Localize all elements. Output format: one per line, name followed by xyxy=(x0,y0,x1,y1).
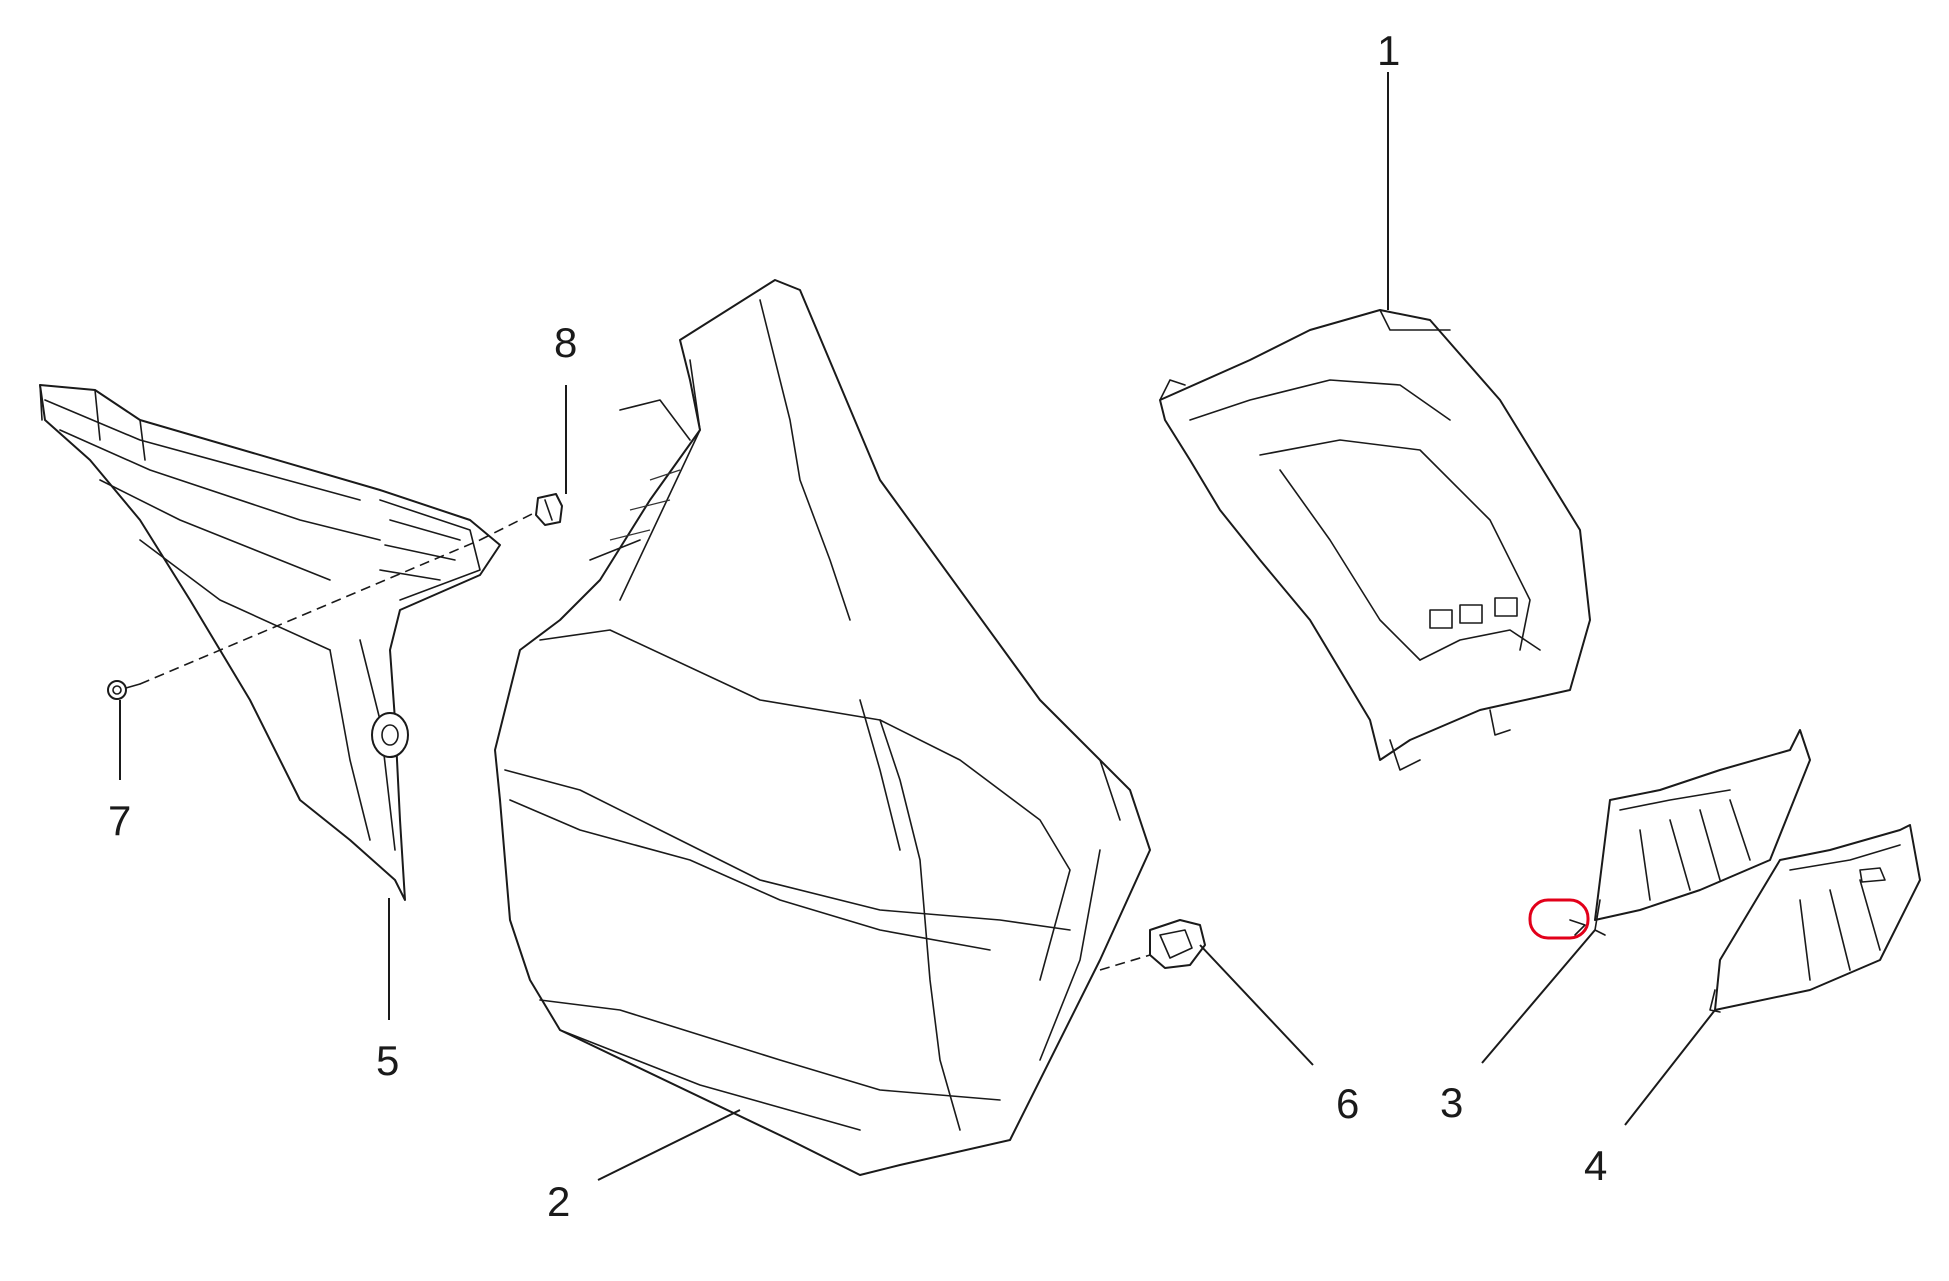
leader-lines xyxy=(119,72,1716,1181)
callout-1: 1 xyxy=(1377,27,1400,74)
callout-4: 4 xyxy=(1584,1142,1607,1189)
part-3-small-panel xyxy=(1569,729,1811,936)
assembly-axis-8 xyxy=(479,511,537,541)
leader-3 xyxy=(1481,929,1596,1064)
part-4-side-panel xyxy=(1709,824,1921,1013)
callout-6: 6 xyxy=(1336,1080,1359,1127)
part-1-console-bezel xyxy=(1159,309,1591,771)
highlight-circle xyxy=(1528,898,1590,940)
callout-5: 5 xyxy=(376,1037,399,1084)
part-2-center-trim-panel xyxy=(494,279,1151,1176)
assembly-axis-6 xyxy=(1099,954,1151,971)
part-8-push-nut xyxy=(535,493,563,526)
leader-4 xyxy=(1624,1009,1716,1126)
part-5-side-trim-panel xyxy=(39,384,501,901)
callout-3: 3 xyxy=(1440,1079,1463,1126)
callout-7: 7 xyxy=(108,797,131,844)
leader-6 xyxy=(1199,944,1314,1066)
part-7-screw xyxy=(107,680,141,700)
part-6-clip xyxy=(1149,919,1206,969)
callout-2: 2 xyxy=(547,1178,570,1225)
callout-8: 8 xyxy=(554,319,577,366)
callout-labels: 1 2 3 4 5 6 7 8 xyxy=(108,27,1607,1225)
leader-2 xyxy=(597,1109,741,1181)
assembly-axis-7 xyxy=(139,539,481,685)
